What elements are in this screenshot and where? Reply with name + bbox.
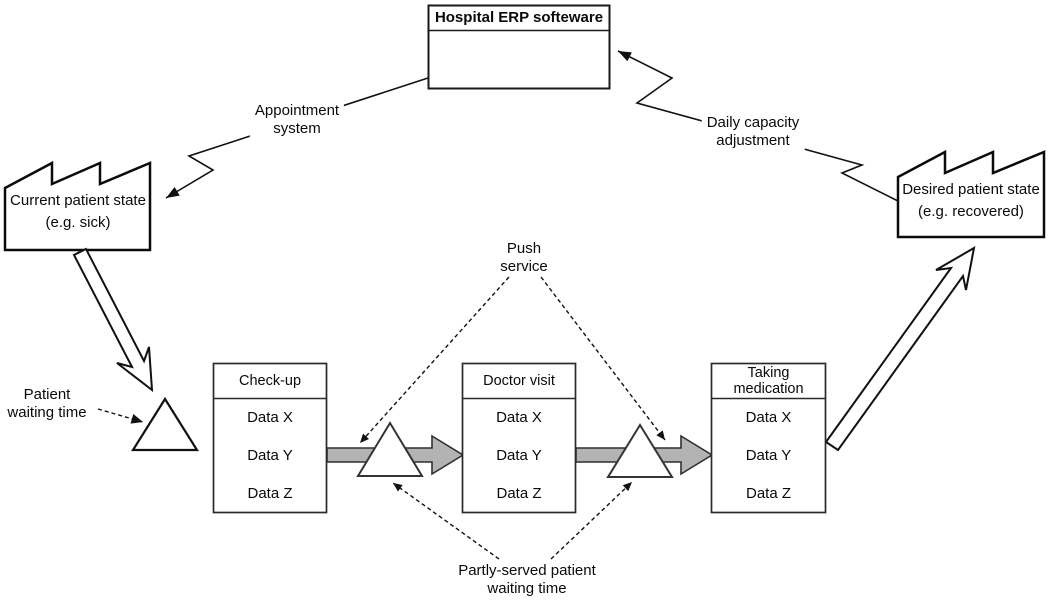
push-service-label: Push service (500, 240, 548, 276)
checkup-data-x: Data X (247, 408, 293, 426)
checkup-rows: Data X Data Y Data Z (213, 398, 327, 513)
partly-served-line1: Partly-served patient (458, 562, 596, 579)
waiting-triangle-2 (606, 423, 674, 478)
desired-state-factory-icon (896, 149, 1046, 239)
partly-served-label: Partly-served patient waiting time (458, 562, 596, 598)
patient-waiting-line2: waiting time (7, 404, 87, 421)
checkup-data-z: Data Z (247, 485, 293, 503)
push-service-arrow-left (359, 276, 510, 444)
recovered-patient-arrow (824, 246, 976, 452)
medication-data-x: Data X (745, 408, 792, 426)
push-line2: service (500, 258, 548, 275)
medication-rows: Data X Data Y Data Z (711, 398, 826, 513)
partly-served-arrow-right (550, 481, 633, 560)
appointment-system-label: Appointment system (249, 101, 345, 139)
current-state-line1: Current patient state (10, 192, 146, 209)
checkup-data-y: Data Y (247, 446, 293, 464)
patient-waiting-label: Patient waiting time (7, 386, 86, 422)
current-state-label: Current patient state (e.g. sick) (8, 190, 148, 234)
waiting-triangle-1 (356, 421, 424, 477)
partly-served-arrow-left (392, 482, 500, 560)
doctor-visit-rows: Data X Data Y Data Z (462, 398, 576, 513)
patient-waiting-arrow (97, 408, 144, 424)
capacity-line2: adjustment (716, 132, 790, 149)
daily-capacity-label: Daily capacity adjustment (701, 113, 805, 151)
erp-title: Hospital ERP softeware (434, 9, 604, 26)
process-box-checkup (212, 362, 328, 514)
medication-data-z: Data Z (745, 485, 791, 503)
doctor-visit-title: Doctor visit (483, 372, 555, 389)
capacity-line1: Daily capacity (706, 114, 800, 131)
checkup-title: Check-up (238, 372, 302, 389)
push-service-arrow-right (540, 276, 666, 441)
doctor-visit-data-z: Data Z (496, 485, 542, 503)
desired-state-line2: (e.g. recovered) (918, 203, 1024, 220)
push-line1: Push (506, 240, 542, 257)
waiting-triangle-entry (131, 396, 199, 452)
doctor-visit-data-y: Data Y (496, 446, 542, 464)
desired-state-line1: Desired patient state (902, 181, 1040, 198)
incoming-patient-arrow (72, 247, 154, 393)
desired-state-label: Desired patient state (e.g. recovered) (900, 179, 1042, 223)
current-state-line2: (e.g. sick) (45, 214, 111, 231)
medication-title: Taking medication (733, 364, 804, 397)
appointment-line2: system (273, 120, 321, 137)
partly-served-line2: waiting time (487, 580, 567, 597)
process-box-doctor-visit (461, 362, 577, 514)
patient-waiting-line1: Patient (23, 386, 71, 403)
doctor-visit-data-x: Data X (496, 408, 542, 426)
erp-box (427, 4, 611, 90)
appointment-line1: Appointment (254, 102, 340, 119)
current-state-factory-icon (3, 160, 152, 252)
process-box-medication (710, 362, 827, 514)
medication-data-y: Data Y (745, 446, 792, 464)
